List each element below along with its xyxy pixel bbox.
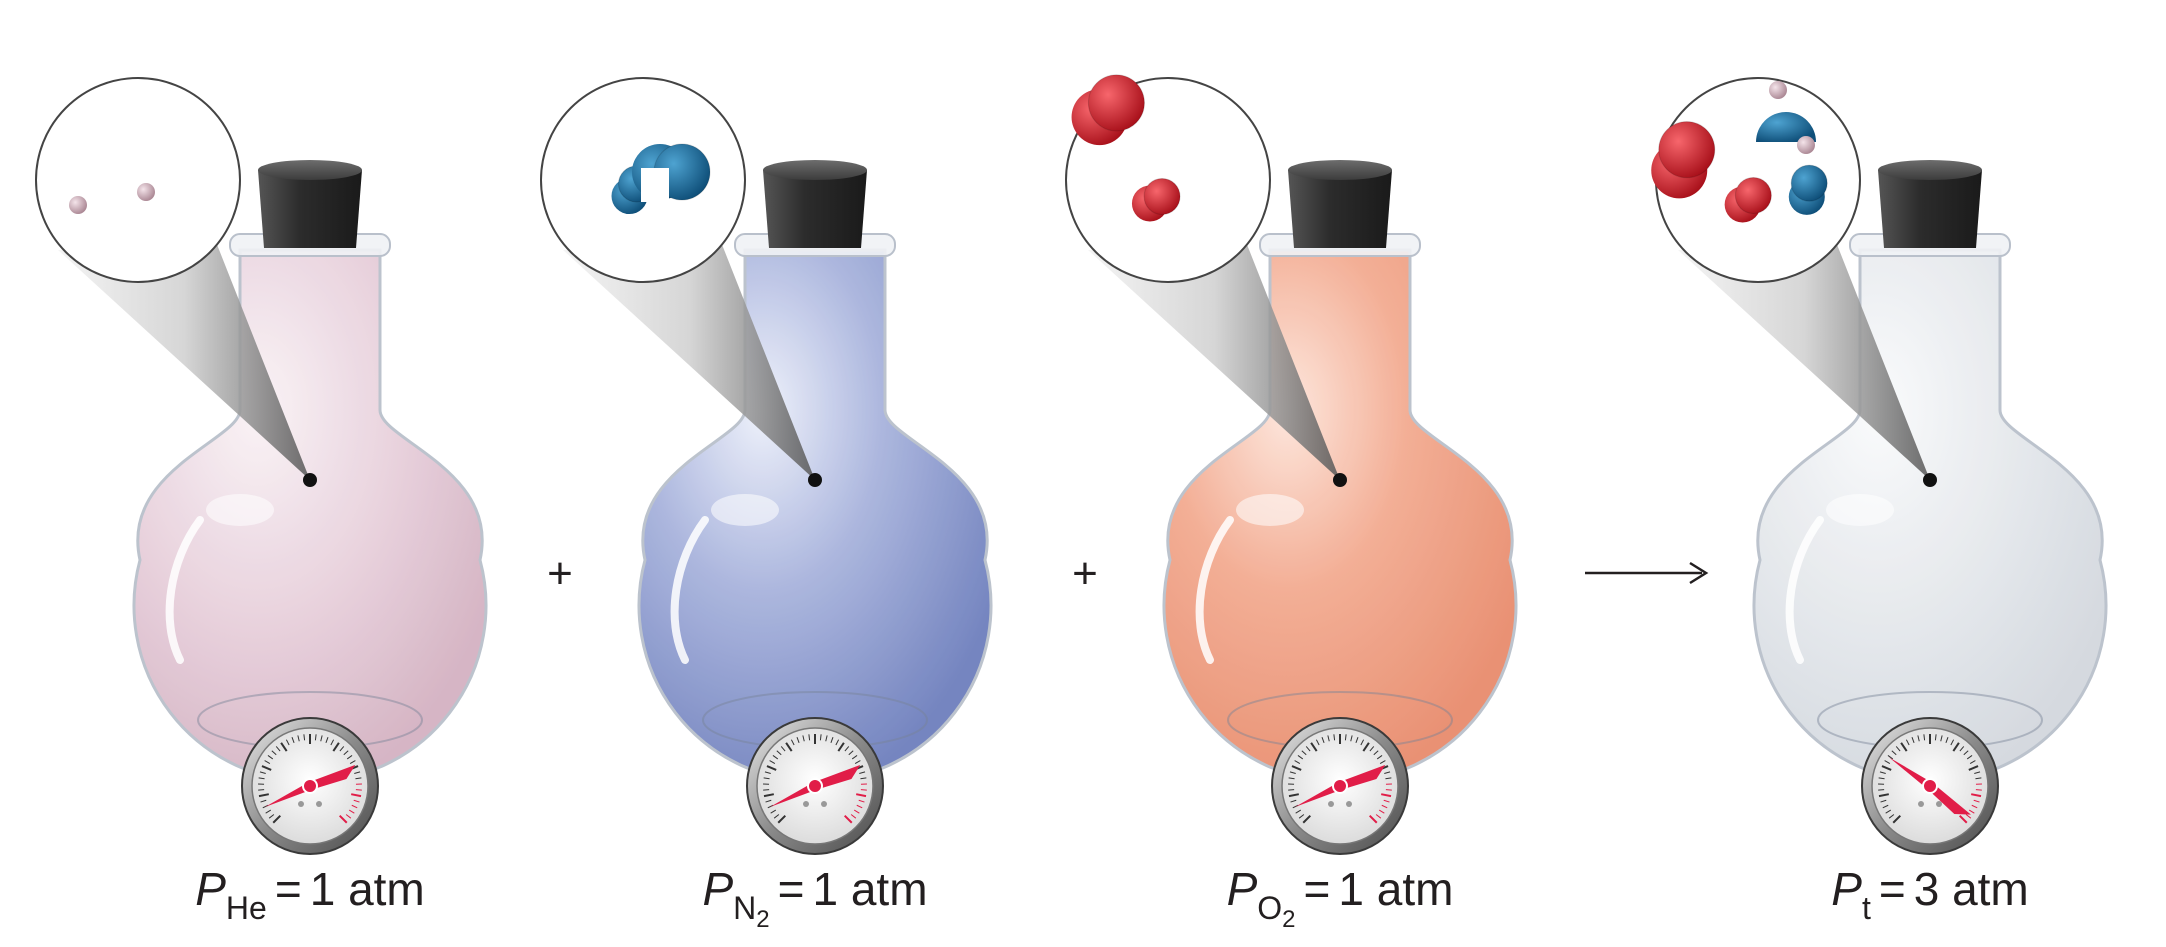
pressure-gauge xyxy=(241,717,379,855)
zoom-cone xyxy=(1678,242,1930,480)
stopper xyxy=(1288,170,1392,248)
helium-atom xyxy=(1797,136,1815,154)
pressure-value: 1 atm xyxy=(309,863,425,915)
gas-subscript: N2 xyxy=(733,890,770,933)
equals-sign: = xyxy=(777,863,805,915)
pressure-gauge xyxy=(1861,717,1999,855)
pressure-label-total: Pt=3 atm xyxy=(1760,862,2100,932)
helium-atom xyxy=(1769,81,1787,99)
pressure-symbol: P xyxy=(195,863,226,915)
sample-point xyxy=(1923,473,1937,487)
gas-subscript: O2 xyxy=(1257,890,1296,933)
gas-subscript: t xyxy=(1861,890,1871,926)
glass-highlight xyxy=(1785,516,1824,664)
glass-highlight xyxy=(1195,516,1234,664)
nitrogen-molecule xyxy=(632,143,711,202)
helium-atom xyxy=(69,196,87,214)
pressure-symbol: P xyxy=(702,863,734,915)
pressure-label-o2: PO2=1 atm xyxy=(1170,862,1510,932)
oxygen-molecule xyxy=(1131,178,1181,222)
equals-sign: = xyxy=(1878,863,1906,915)
gauge-needle xyxy=(769,764,861,808)
plus-sign: + xyxy=(1072,549,1098,598)
atom-count-subscript: 2 xyxy=(756,906,770,933)
bubble-molecules xyxy=(1651,81,1828,223)
flask-n2 xyxy=(540,77,993,855)
flask-total xyxy=(1651,77,2108,855)
flask-he xyxy=(35,77,488,855)
stopper-top xyxy=(1288,160,1392,180)
glass-highlight xyxy=(165,516,204,664)
stopper xyxy=(763,170,867,248)
glass-glare xyxy=(1826,494,1894,526)
bubble-molecules xyxy=(611,143,711,215)
bubble-molecules xyxy=(69,183,155,214)
pressure-value: 1 atm xyxy=(1338,863,1454,915)
plus-sign: + xyxy=(547,549,573,598)
atom-count-subscript: 2 xyxy=(1282,906,1296,933)
zoom-cone xyxy=(1088,242,1340,480)
stopper-top xyxy=(1878,160,1982,180)
glass-glare xyxy=(206,494,274,526)
zoom-cone xyxy=(563,242,815,480)
pressure-value: 1 atm xyxy=(812,863,928,915)
gauge-needle xyxy=(264,764,356,808)
pressure-label-n2: PN2=1 atm xyxy=(645,862,985,932)
glass-glare xyxy=(1236,494,1304,526)
reaction-arrow xyxy=(1585,561,1709,585)
pressure-symbol: P xyxy=(1831,863,1862,915)
stopper-top xyxy=(258,160,362,180)
pressure-gauge xyxy=(746,717,884,855)
equals-sign: = xyxy=(1303,863,1331,915)
glass-glare xyxy=(711,494,779,526)
pressure-symbol: P xyxy=(1226,863,1258,915)
nitrogen-molecule xyxy=(1756,112,1816,142)
gauge-needle xyxy=(1294,764,1386,808)
equals-sign: = xyxy=(274,863,302,915)
stopper xyxy=(258,170,362,248)
sample-point xyxy=(303,473,317,487)
pressure-value: 3 atm xyxy=(1913,863,2029,915)
oxygen-molecule xyxy=(1071,74,1145,146)
stopper-top xyxy=(763,160,867,180)
bubble-molecules xyxy=(1071,74,1181,222)
sample-point xyxy=(808,473,822,487)
stopper xyxy=(1878,170,1982,248)
oxygen-molecule xyxy=(1651,121,1716,199)
nitrogen-molecule xyxy=(1788,164,1828,215)
helium-atom xyxy=(137,183,155,201)
gauge-needle xyxy=(1889,757,1971,815)
zoom-bubble xyxy=(35,77,241,283)
flask-o2 xyxy=(1065,74,1518,855)
glass-highlight xyxy=(670,516,709,664)
sample-point xyxy=(1333,473,1347,487)
gas-subscript: He xyxy=(225,890,267,926)
oxygen-molecule xyxy=(1724,177,1772,223)
pressure-gauge xyxy=(1271,717,1409,855)
pressure-label-he: PHe=1 atm xyxy=(140,862,480,932)
zoom-cone xyxy=(58,242,310,480)
